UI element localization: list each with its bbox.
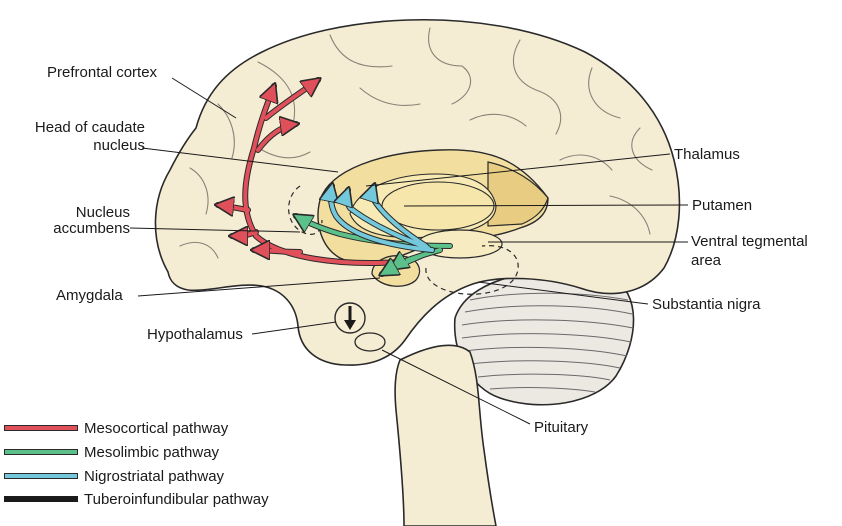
legend-swatch-tuberoinfundibular xyxy=(4,496,78,502)
legend-label-mesocortical: Mesocortical pathway xyxy=(84,419,229,437)
label-prefrontal-cortex: Prefrontal cortex xyxy=(47,64,158,81)
legend-item-nigrostriatal: Nigrostriatal pathway xyxy=(4,467,224,485)
brainstem xyxy=(394,344,497,526)
label-pituitary: Pituitary xyxy=(534,419,589,436)
legend-swatch-mesolimbic xyxy=(4,449,78,455)
legend-label-nigrostriatal: Nigrostriatal pathway xyxy=(84,467,225,485)
label-nucleus: Nucleus xyxy=(75,204,130,221)
pituitary-shape xyxy=(354,332,386,352)
nigrostriatal-pathway xyxy=(331,186,435,253)
mesocortical-pathway xyxy=(218,80,403,266)
label-ventral-tegmental-area: area xyxy=(691,252,722,269)
brain-sulci xyxy=(179,27,653,259)
mesolimbic-pathway xyxy=(296,213,453,277)
label-accumbens: accumbens xyxy=(53,220,130,237)
legend-swatch-mesocortical xyxy=(4,425,78,431)
legend-item-mesolimbic: Mesolimbic pathway xyxy=(4,443,219,461)
label-caudate-nucleus: nucleus xyxy=(93,137,145,154)
label-substantia-nigra: Substantia nigra xyxy=(652,296,761,313)
cerebellum xyxy=(453,270,635,406)
legend-item-tuberoinfundibular: Tuberoinfundibular pathway xyxy=(4,490,269,508)
label-hypothalamus: Hypothalamus xyxy=(147,326,243,343)
label-head-of-caudate: Head of caudate xyxy=(34,119,145,136)
legend-label-tuberoinfundibular: Tuberoinfundibular pathway xyxy=(84,490,269,508)
label-ventral-tegmental: Ventral tegmental xyxy=(691,233,808,250)
leader-lines xyxy=(129,77,689,425)
legend-swatch-nigrostriatal xyxy=(4,473,78,479)
legend-label-mesolimbic: Mesolimbic pathway xyxy=(84,443,220,461)
thalamus-region xyxy=(487,161,549,227)
label-putamen: Putamen xyxy=(692,197,753,214)
label-thalamus: Thalamus xyxy=(674,146,740,163)
label-amygdala: Amygdala xyxy=(56,287,123,304)
legend-item-mesocortical: Mesocortical pathway xyxy=(4,419,228,437)
